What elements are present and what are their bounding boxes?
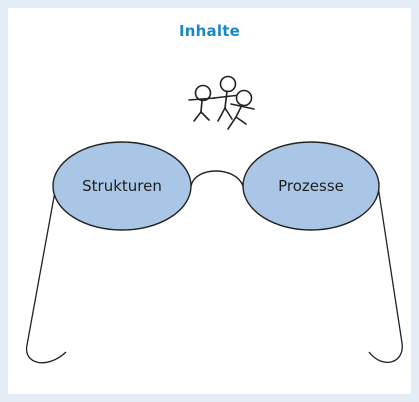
glasses-bridge — [190, 170, 244, 187]
stick-figures-icon — [188, 75, 255, 130]
right-lens — [242, 141, 380, 231]
left-lens-label: Strukturen — [82, 177, 162, 195]
figure-title: Inhalte — [179, 22, 240, 40]
left-lens — [52, 141, 192, 231]
left-temple-arm — [26, 185, 67, 364]
right-temple-arm — [368, 185, 403, 363]
right-lens-label: Prozesse — [278, 177, 344, 195]
